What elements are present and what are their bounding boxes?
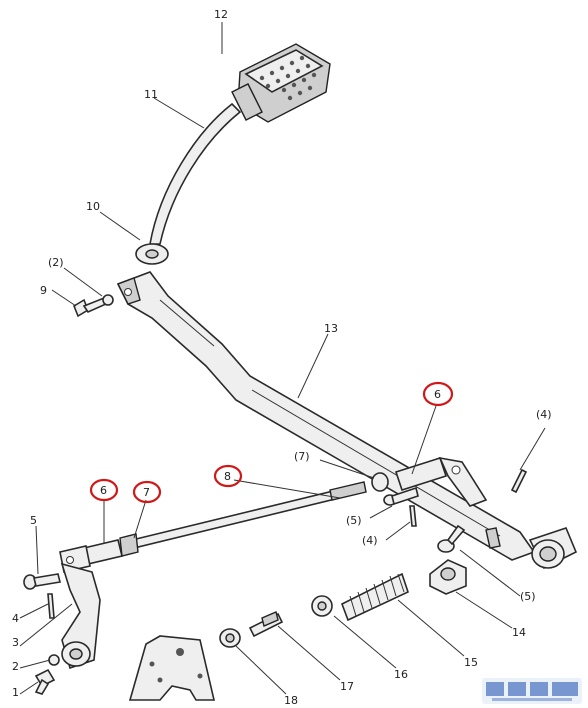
split-pin-left — [47, 593, 55, 619]
rod-washer — [371, 472, 389, 492]
stem-washer — [135, 243, 169, 265]
highlight-ring-6-left — [89, 478, 119, 502]
pedal-pad — [231, 43, 331, 123]
bolt-left — [34, 668, 56, 695]
callout-13: 13 — [324, 322, 338, 335]
watermark-logo — [482, 678, 582, 704]
clevis-pin — [383, 486, 419, 506]
callout-17: 17 — [340, 680, 354, 693]
highlight-ring-6-right — [422, 381, 454, 407]
bolt-washer — [102, 294, 114, 306]
nut — [219, 628, 241, 648]
callout-16: 16 — [394, 668, 408, 681]
callout-8: 8 — [224, 470, 231, 483]
callout-5: 5 — [30, 514, 37, 527]
callout-18: 18 — [284, 694, 298, 707]
main-pedal-lever — [116, 271, 536, 561]
highlight-rings — [89, 381, 454, 504]
callout-11: 11 — [144, 88, 158, 101]
return-spring — [340, 572, 409, 622]
callout-12: 12 — [214, 8, 228, 21]
callout-6-right: 6 — [434, 388, 441, 401]
stop-cap — [429, 559, 467, 595]
stop-bolt — [437, 524, 466, 553]
callout-p5-right: (5) — [520, 590, 536, 603]
washer-left — [48, 654, 60, 666]
callout-1: 1 — [12, 686, 19, 699]
pedal-stem — [149, 102, 242, 245]
callout-p2: (2) — [48, 256, 64, 269]
push-rod — [131, 481, 367, 549]
callout-14: 14 — [512, 626, 526, 639]
callout-4: 4 — [12, 612, 19, 625]
callout-p7: (7) — [294, 450, 310, 463]
callout-p4-top: (4) — [536, 408, 552, 421]
highlight-ring-8 — [213, 464, 243, 488]
callout-9: 9 — [40, 284, 47, 297]
pivot-bolt-left — [23, 573, 61, 590]
callout-10: 10 — [86, 200, 100, 213]
clamp-bolt — [73, 296, 107, 318]
lower-bellcrank — [60, 562, 101, 670]
leader-lines — [19, 22, 546, 695]
split-pin-middle — [409, 505, 417, 527]
stud — [248, 611, 284, 638]
upper-clevis — [394, 456, 501, 549]
split-pin-upper — [510, 468, 528, 494]
callout-3: 3 — [12, 636, 19, 649]
callout-7: 7 — [143, 486, 150, 499]
callout-p5-mid: (5) — [346, 514, 362, 527]
callout-p4-mid: (4) — [362, 534, 378, 547]
lever-end-bush — [528, 527, 578, 570]
mounting-bracket — [128, 635, 216, 701]
spring-nut — [311, 595, 333, 617]
callout-15: 15 — [464, 656, 478, 669]
callout-6-left: 6 — [100, 484, 107, 497]
highlight-ring-7 — [132, 480, 162, 504]
callout-2: 2 — [12, 660, 19, 673]
callout-labels: 12 11 10 (2) 9 13 6 (4) (7) 8 6 7 (5) 5 … — [12, 8, 552, 707]
